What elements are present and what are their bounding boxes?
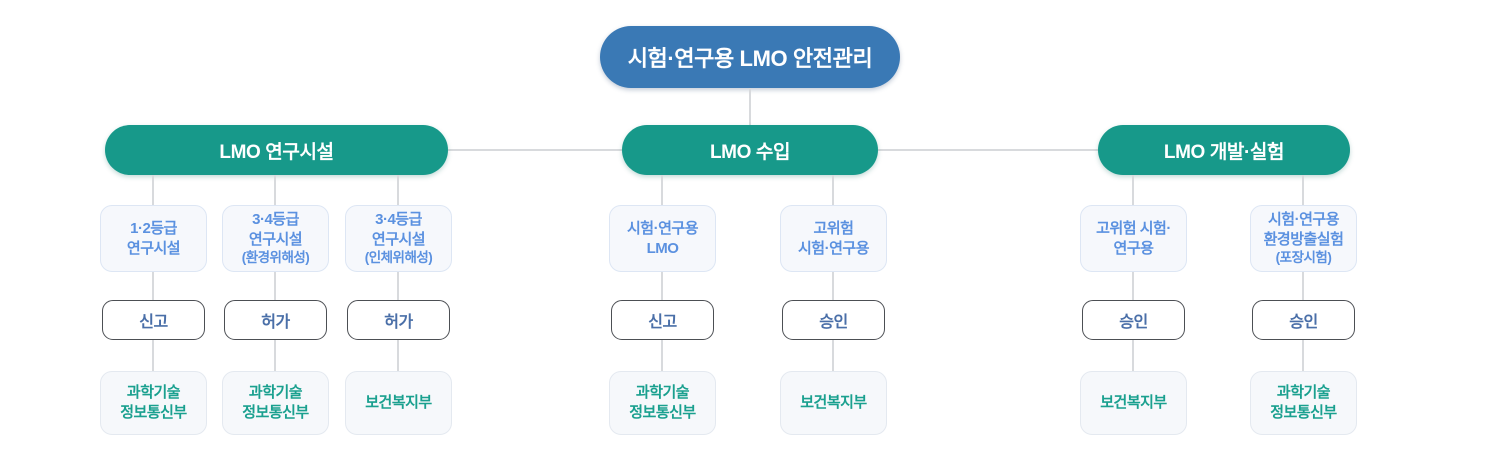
item-line-2: 연구시설 — [248, 230, 303, 248]
connector-item-1-to-action-1 — [152, 272, 154, 300]
item-line-1: 시험·연구용 — [627, 219, 699, 237]
item-line-3: (인체위해성) — [364, 250, 433, 266]
item-line-3: (환경위해성) — [241, 250, 310, 266]
category-label-facility: LMO 연구시설 — [219, 141, 334, 163]
connector-facility-to-item-3 — [397, 175, 399, 205]
item-line-2: 연구시설 — [371, 230, 426, 248]
action-node-report-4[interactable]: 신고 — [611, 300, 714, 340]
item-line-1: 3·4등급 — [375, 210, 422, 228]
connector-item-7-to-action-7 — [1302, 272, 1304, 300]
ministry-line-1: 보건복지부 — [1100, 394, 1167, 412]
action-label-4: 신고 — [648, 314, 677, 331]
connector-root-to-import — [749, 88, 751, 125]
root-node-label: 시험·연구용 LMO 안전관리 — [627, 46, 873, 71]
ministry-node-mohw-5[interactable]: 보건복지부 — [780, 371, 887, 435]
connector-item-3-to-action-3 — [397, 272, 399, 300]
connector-import-to-item-5 — [832, 175, 834, 205]
ministry-line-1: 보건복지부 — [365, 394, 432, 412]
ministry-line-2: 정보통신부 — [1270, 404, 1337, 421]
action-node-approval-5[interactable]: 승인 — [782, 300, 885, 340]
action-node-permit-2[interactable]: 허가 — [224, 300, 327, 340]
ministry-node-mohw-3[interactable]: 보건복지부 — [345, 371, 452, 435]
connector-facility-to-item-2 — [274, 175, 276, 205]
ministry-line-1: 과학기술 — [126, 384, 181, 402]
connector-item-6-to-action-6 — [1132, 272, 1134, 300]
connector-import-to-item-4 — [661, 175, 663, 205]
item-line-2: LMO — [646, 239, 679, 257]
connector-item-2-to-action-2 — [274, 272, 276, 300]
item-line-2: 시험·연구용 — [798, 239, 870, 257]
item-line-2: 연구용 — [1113, 239, 1154, 257]
connector-facility-to-item-1 — [152, 175, 154, 205]
category-label-develop: LMO 개발·실험 — [1163, 141, 1285, 163]
item-line-1: 1·2등급 — [130, 219, 177, 237]
ministry-line-2: 정보통신부 — [120, 404, 187, 421]
connector-action-3-to-ministry-3 — [397, 340, 399, 371]
ministry-node-msit-1[interactable]: 과학기술 정보통신부 — [100, 371, 207, 435]
item-line-1: 시험·연구용 — [1268, 210, 1340, 228]
item-node-high-risk-research-develop[interactable]: 고위험 시험· 연구용 — [1080, 205, 1187, 272]
connector-action-4-to-ministry-4 — [661, 340, 663, 371]
ministry-node-msit-4[interactable]: 과학기술 정보통신부 — [609, 371, 716, 435]
connector-develop-to-item-6 — [1132, 175, 1134, 205]
ministry-line-1: 과학기술 — [1276, 384, 1331, 402]
ministry-line-1: 과학기술 — [635, 384, 690, 402]
connector-item-5-to-action-5 — [832, 272, 834, 300]
item-node-high-risk-research[interactable]: 고위험 시험·연구용 — [780, 205, 887, 272]
action-node-approval-6[interactable]: 승인 — [1082, 300, 1185, 340]
root-node-lmo-safety-management[interactable]: 시험·연구용 LMO 안전관리 — [600, 26, 900, 88]
item-line-3: (포장시험) — [1275, 250, 1332, 266]
action-node-report-1[interactable]: 신고 — [102, 300, 205, 340]
action-label-6: 승인 — [1119, 314, 1148, 331]
action-node-approval-7[interactable]: 승인 — [1252, 300, 1355, 340]
connector-facility-to-import — [448, 149, 622, 151]
ministry-line-2: 정보통신부 — [242, 404, 309, 421]
connector-action-5-to-ministry-5 — [832, 340, 834, 371]
connector-import-to-develop — [878, 149, 1098, 151]
connector-action-2-to-ministry-2 — [274, 340, 276, 371]
category-label-import: LMO 수입 — [709, 141, 791, 163]
ministry-line-2: 정보통신부 — [629, 404, 696, 421]
action-label-7: 승인 — [1289, 314, 1318, 331]
item-node-research-lmo[interactable]: 시험·연구용 LMO — [609, 205, 716, 272]
connector-action-6-to-ministry-6 — [1132, 340, 1134, 371]
connector-item-4-to-action-4 — [661, 272, 663, 300]
action-label-2: 허가 — [261, 314, 290, 331]
connector-develop-to-item-7 — [1302, 175, 1304, 205]
item-line-2: 연구시설 — [126, 239, 181, 257]
item-node-environmental-release-experiment[interactable]: 시험·연구용 환경방출실험 (포장시험) — [1250, 205, 1357, 272]
category-node-lmo-research-facility[interactable]: LMO 연구시설 — [105, 125, 448, 175]
ministry-line-1: 보건복지부 — [800, 394, 867, 412]
action-node-permit-3[interactable]: 허가 — [347, 300, 450, 340]
category-node-lmo-import[interactable]: LMO 수입 — [622, 125, 878, 175]
item-node-grade-3-4-facility-environmental[interactable]: 3·4등급 연구시설 (환경위해성) — [222, 205, 329, 272]
item-line-1: 고위험 — [813, 219, 854, 237]
ministry-node-msit-7[interactable]: 과학기술 정보통신부 — [1250, 371, 1357, 435]
connector-action-1-to-ministry-1 — [152, 340, 154, 371]
item-node-grade-3-4-facility-human[interactable]: 3·4등급 연구시설 (인체위해성) — [345, 205, 452, 272]
category-node-lmo-development-experiment[interactable]: LMO 개발·실험 — [1098, 125, 1350, 175]
action-label-1: 신고 — [139, 314, 168, 331]
item-line-1: 3·4등급 — [252, 210, 299, 228]
connector-action-7-to-ministry-7 — [1302, 340, 1304, 371]
ministry-node-msit-2[interactable]: 과학기술 정보통신부 — [222, 371, 329, 435]
item-line-1: 고위험 시험· — [1096, 219, 1171, 237]
action-label-5: 승인 — [819, 314, 848, 331]
ministry-node-mohw-6[interactable]: 보건복지부 — [1080, 371, 1187, 435]
item-line-2: 환경방출실험 — [1263, 230, 1344, 248]
item-node-grade-1-2-facility[interactable]: 1·2등급 연구시설 — [100, 205, 207, 272]
action-label-3: 허가 — [384, 314, 413, 331]
ministry-line-1: 과학기술 — [248, 384, 303, 402]
